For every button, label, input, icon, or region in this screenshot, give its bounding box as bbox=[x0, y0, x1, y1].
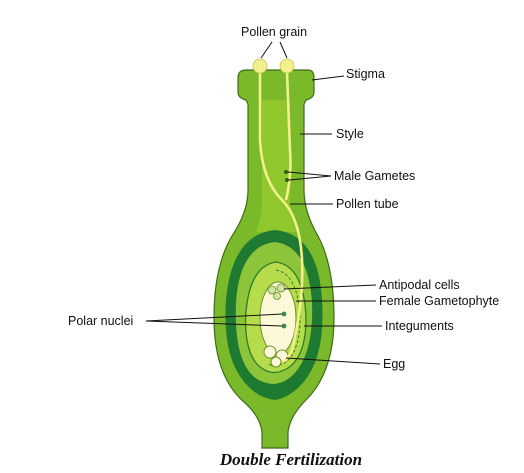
label-style: Style bbox=[336, 127, 364, 141]
label-pollen-tube: Pollen tube bbox=[336, 197, 399, 211]
pollen-grain-right bbox=[279, 58, 295, 74]
leader-stigma bbox=[311, 75, 345, 81]
pollen-tube bbox=[258, 72, 304, 364]
leader-egg bbox=[285, 357, 381, 365]
pistil bbox=[213, 58, 335, 449]
label-integuments: Integuments bbox=[385, 319, 454, 333]
label-male-gametes: Male Gametes bbox=[334, 169, 415, 183]
pollen-grain-left bbox=[252, 58, 268, 74]
leader-polar-nucleus-2 bbox=[145, 320, 283, 327]
male-gametes bbox=[284, 170, 289, 182]
diagram-title: Double Fertilization bbox=[219, 450, 362, 469]
leader-pollen-grain-right bbox=[279, 41, 288, 59]
label-stigma: Stigma bbox=[346, 67, 385, 81]
leader-antipodal-cells bbox=[283, 284, 377, 290]
leader-pollen-grain-left bbox=[260, 41, 273, 59]
egg-apparatus bbox=[263, 345, 289, 368]
label-egg: Egg bbox=[383, 357, 405, 371]
leader-lines bbox=[145, 41, 382, 365]
labels: Pollen grain Stigma Style Male Gametes P… bbox=[68, 25, 499, 371]
label-antipodal-cells: Antipodal cells bbox=[379, 278, 460, 292]
leader-polar-nucleus-1 bbox=[145, 313, 283, 322]
leader-male-gamete-2 bbox=[288, 175, 332, 181]
pollen-grains bbox=[252, 58, 295, 74]
label-female-gametophyte: Female Gametophyte bbox=[379, 294, 499, 308]
polar-nuclei bbox=[281, 311, 287, 329]
label-polar-nuclei: Polar nuclei bbox=[68, 314, 133, 328]
leader-male-gamete-1 bbox=[287, 171, 332, 177]
antipodal-cells bbox=[267, 283, 286, 300]
label-pollen-grain: Pollen grain bbox=[241, 25, 307, 39]
